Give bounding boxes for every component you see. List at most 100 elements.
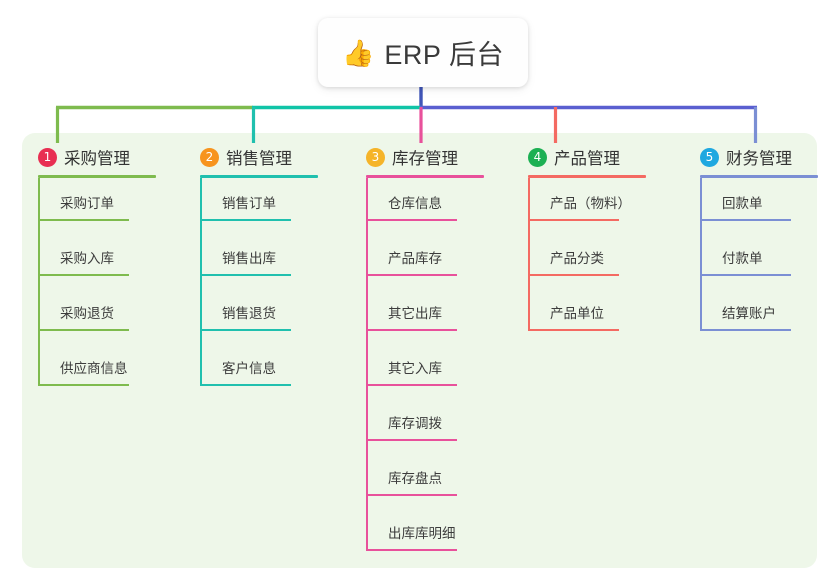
- leaf-item-underline: [39, 274, 129, 276]
- leaf-item-underline: [39, 384, 129, 386]
- column-title: 采购管理: [64, 150, 130, 168]
- leaf-item-underline: [367, 439, 457, 441]
- leaf-item-label: 采购退货: [60, 306, 114, 321]
- leaf-item-label: 销售退货: [222, 306, 276, 321]
- leaf-item[interactable]: 销售出库: [200, 233, 318, 288]
- leaf-item[interactable]: 采购订单: [38, 178, 156, 233]
- leaf-item-label: 产品分类: [550, 251, 604, 266]
- thumbs-up-icon: 👍: [342, 37, 375, 68]
- column-underline: [200, 175, 318, 178]
- leaf-item-underline: [367, 274, 457, 276]
- column-number-badge: 5: [700, 147, 719, 167]
- leaf-item-underline: [701, 274, 791, 276]
- column-item-list: 采购订单采购入库采购退货供应商信息: [38, 178, 156, 398]
- column-spine: [200, 178, 202, 386]
- leaf-item-underline: [39, 329, 129, 331]
- leaf-item-underline: [701, 219, 791, 221]
- column-header[interactable]: 5 财务管理: [700, 144, 818, 170]
- leaf-item[interactable]: 采购入库: [38, 233, 156, 288]
- leaf-item[interactable]: 结算账户: [700, 288, 818, 343]
- leaf-item[interactable]: 采购退货: [38, 288, 156, 343]
- leaf-item[interactable]: 供应商信息: [38, 343, 156, 398]
- column-number-badge: 2: [200, 147, 219, 167]
- branch-column-1: 1 采购管理采购订单采购入库采购退货供应商信息: [38, 144, 156, 398]
- leaf-item-underline: [529, 329, 619, 331]
- column-number-badge: 1: [38, 147, 57, 167]
- leaf-item-label: 产品单位: [550, 306, 604, 321]
- leaf-item-label: 销售出库: [222, 251, 276, 266]
- branch-column-3: 3 库存管理仓库信息产品库存其它出库其它入库库存调拨库存盘点出库库明细: [366, 144, 484, 563]
- leaf-item-label: 仓库信息: [388, 196, 442, 211]
- branch-column-2: 2 销售管理销售订单销售出库销售退货客户信息: [200, 144, 318, 398]
- root-node[interactable]: 👍 ERP 后台: [318, 18, 528, 87]
- column-item-list: 产品（物料） 产品分类产品单位: [528, 178, 646, 343]
- leaf-item-label: 供应商信息: [60, 361, 128, 376]
- leaf-item-label: 其它出库: [388, 306, 442, 321]
- column-title: 财务管理: [726, 150, 792, 168]
- root-title: ERP 后台: [384, 40, 504, 70]
- column-spine: [700, 178, 702, 331]
- column-underline: [38, 175, 156, 178]
- column-title: 库存管理: [392, 150, 458, 168]
- leaf-item[interactable]: 回款单: [700, 178, 818, 233]
- leaf-item[interactable]: 销售退货: [200, 288, 318, 343]
- column-item-list: 销售订单销售出库销售退货客户信息: [200, 178, 318, 398]
- column-number-badge: 4: [528, 147, 547, 167]
- column-header[interactable]: 3 库存管理: [366, 144, 484, 170]
- leaf-item-label: 采购订单: [60, 196, 114, 211]
- leaf-item[interactable]: 其它入库: [366, 343, 484, 398]
- leaf-item-underline: [201, 274, 291, 276]
- leaf-item-underline: [529, 274, 619, 276]
- leaf-item[interactable]: 库存调拨: [366, 398, 484, 453]
- leaf-item[interactable]: 客户信息: [200, 343, 318, 398]
- leaf-item[interactable]: 其它出库: [366, 288, 484, 343]
- column-number-badge: 3: [366, 147, 385, 167]
- leaf-item-label: 销售订单: [222, 196, 276, 211]
- column-spine: [366, 178, 368, 551]
- leaf-item-underline: [529, 219, 619, 221]
- leaf-item[interactable]: 付款单: [700, 233, 818, 288]
- leaf-item-label: 其它入库: [388, 361, 442, 376]
- leaf-item-underline: [367, 494, 457, 496]
- column-underline: [700, 175, 818, 178]
- column-underline: [528, 175, 646, 178]
- branch-column-5: 5 财务管理回款单付款单结算账户: [700, 144, 818, 343]
- leaf-item[interactable]: 销售订单: [200, 178, 318, 233]
- leaf-item-label: 回款单: [722, 196, 763, 211]
- column-title: 销售管理: [226, 150, 292, 168]
- leaf-item[interactable]: 产品库存: [366, 233, 484, 288]
- leaf-item-underline: [201, 219, 291, 221]
- branch-column-4: 4 产品管理产品（物料） 产品分类产品单位: [528, 144, 646, 343]
- column-spine: [38, 178, 40, 386]
- leaf-item-underline: [39, 219, 129, 221]
- column-header[interactable]: 4 产品管理: [528, 144, 646, 170]
- leaf-item[interactable]: 产品（物料）: [528, 178, 646, 233]
- column-header[interactable]: 2 销售管理: [200, 144, 318, 170]
- leaf-item[interactable]: 产品分类: [528, 233, 646, 288]
- leaf-item-underline: [701, 329, 791, 331]
- leaf-item-label: 出库库明细: [388, 526, 456, 541]
- leaf-item[interactable]: 库存盘点: [366, 453, 484, 508]
- leaf-item-label: 库存调拨: [388, 416, 442, 431]
- leaf-item-underline: [201, 384, 291, 386]
- column-item-list: 仓库信息产品库存其它出库其它入库库存调拨库存盘点出库库明细: [366, 178, 484, 563]
- leaf-item-underline: [367, 549, 457, 551]
- leaf-item-label: 库存盘点: [388, 471, 442, 486]
- leaf-item-underline: [367, 219, 457, 221]
- leaf-item-label: 付款单: [722, 251, 763, 266]
- leaf-item[interactable]: 产品单位: [528, 288, 646, 343]
- leaf-item-label: 客户信息: [222, 361, 276, 376]
- column-header[interactable]: 1 采购管理: [38, 144, 156, 170]
- column-item-list: 回款单付款单结算账户: [700, 178, 818, 343]
- column-underline: [366, 175, 484, 178]
- leaf-item[interactable]: 出库库明细: [366, 508, 484, 563]
- leaf-item-label: 采购入库: [60, 251, 114, 266]
- leaf-item[interactable]: 仓库信息: [366, 178, 484, 233]
- leaf-item-label: 结算账户: [722, 306, 776, 321]
- column-title: 产品管理: [554, 150, 620, 168]
- leaf-item-underline: [367, 384, 457, 386]
- leaf-item-underline: [201, 329, 291, 331]
- leaf-item-underline: [367, 329, 457, 331]
- leaf-item-label: 产品库存: [388, 251, 442, 266]
